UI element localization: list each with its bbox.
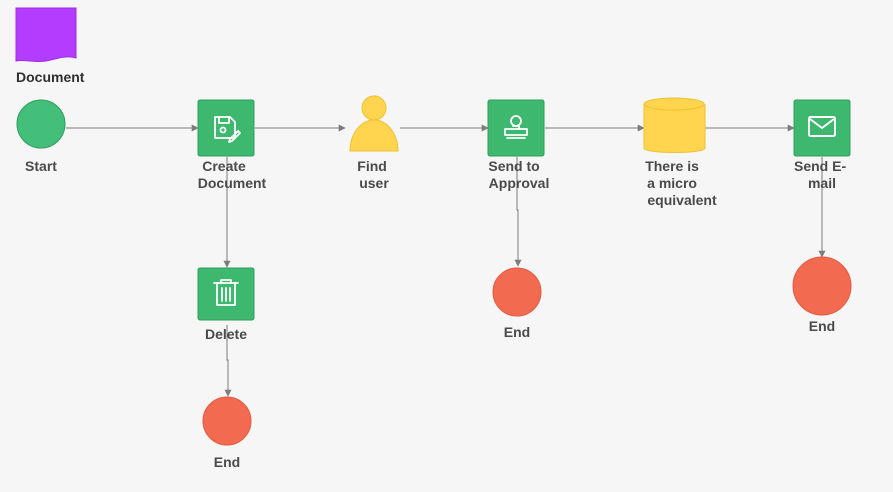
delete-node[interactable]: Delete <box>197 267 255 342</box>
stamp-icon <box>504 115 528 139</box>
edge-delete-to-end <box>224 325 232 397</box>
end-node-delete[interactable]: End <box>202 396 252 470</box>
micro-equivalent-node[interactable]: There is a micro equivalent <box>643 97 717 208</box>
start-node[interactable]: Start <box>16 99 66 174</box>
end-label: End <box>504 324 530 340</box>
send-to-approval-label: Send to Approval <box>488 158 549 191</box>
start-label: Start <box>25 158 57 174</box>
document-legend: Document <box>15 7 85 85</box>
end-event-circle <box>492 267 542 317</box>
end-event-circle <box>202 396 252 446</box>
edge-approval-to-end <box>514 157 522 267</box>
end-node-approval[interactable]: End <box>492 267 542 340</box>
document-legend-label: Document <box>16 69 85 85</box>
create-document-node[interactable]: Create Document <box>197 99 267 191</box>
end-label: End <box>214 454 240 470</box>
send-email-node[interactable]: Send E- mail <box>793 99 851 191</box>
send-to-approval-node[interactable]: Send to Approval <box>487 99 549 191</box>
end-node-email[interactable]: End <box>792 256 852 334</box>
send-to-approval-box <box>487 99 545 157</box>
end-event-circle <box>792 256 852 316</box>
micro-equivalent-label: There is a micro equivalent <box>645 158 717 208</box>
user-icon-body <box>349 119 399 152</box>
mail-icon <box>808 116 836 137</box>
connectors <box>66 124 826 397</box>
database-icon-top <box>643 97 705 111</box>
database-icon-body <box>643 104 706 153</box>
create-document-box <box>197 99 255 157</box>
delete-label: Delete <box>205 326 247 342</box>
start-event-circle <box>16 99 66 149</box>
find-user-node[interactable]: Find user <box>349 95 399 191</box>
document-legend-icon <box>15 7 77 63</box>
end-label: End <box>809 318 835 334</box>
trash-icon <box>213 279 239 306</box>
save-edit-icon <box>214 116 241 143</box>
create-document-label: Create Document <box>198 158 267 191</box>
send-email-label: Send E- mail <box>794 158 850 191</box>
find-user-label: Find user <box>357 158 390 191</box>
user-icon-head <box>361 95 387 121</box>
